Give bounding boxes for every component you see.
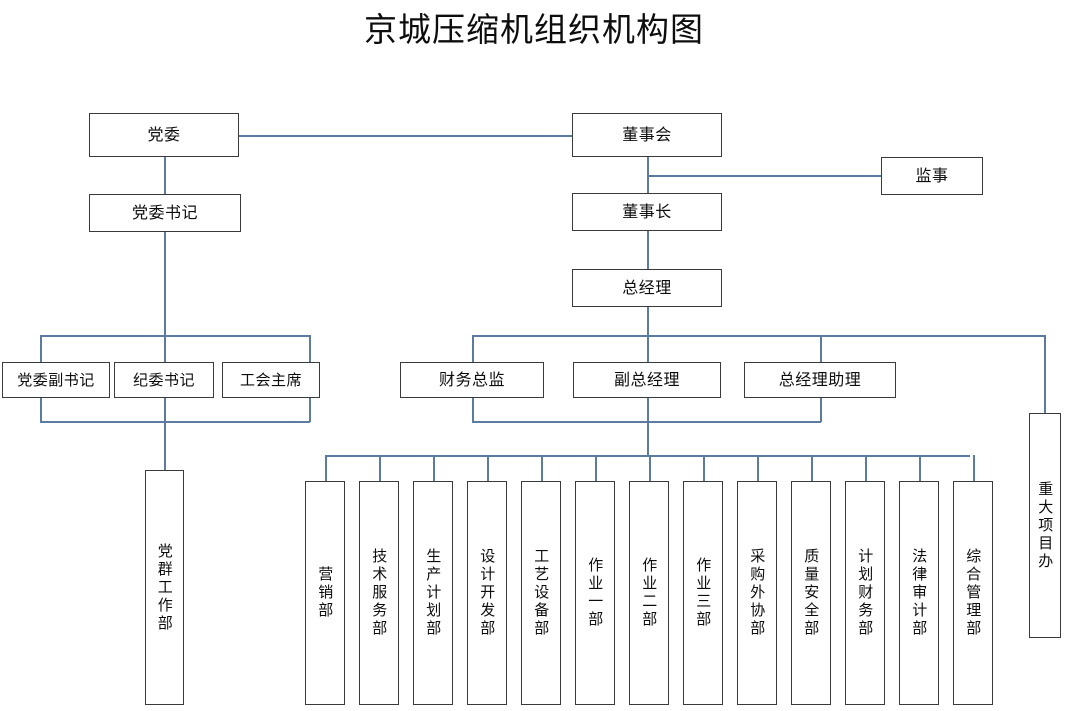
connector-board-to-supervisor — [647, 175, 881, 177]
node-department-13-label: 综合管理部 — [964, 548, 983, 638]
node-party-committee-label: 党委 — [147, 125, 181, 145]
connector-riser-deputy-party-secretary — [40, 398, 42, 422]
node-cfo-label: 财务总监 — [438, 370, 505, 390]
connector-drop-gm-assistant — [820, 335, 822, 362]
node-department-1-label: 营销部 — [316, 566, 335, 620]
connector-chairman-to-gm — [647, 231, 649, 269]
node-cfo[interactable]: 财务总监 — [400, 362, 544, 398]
node-chairman[interactable]: 董事长 — [572, 193, 722, 231]
node-department-5[interactable]: 工艺设备部 — [521, 481, 561, 705]
node-supervisor-label: 监事 — [915, 166, 949, 186]
node-major-project-office[interactable]: 重大项目办 — [1029, 413, 1061, 638]
node-department-6-label: 作业一部 — [586, 557, 605, 629]
node-department-2-label: 技术服务部 — [370, 548, 389, 638]
connector-drop-union-chairman — [309, 335, 311, 362]
node-discipline-secretary[interactable]: 纪委书记 — [114, 362, 214, 398]
node-major-project-office-label: 重大项目办 — [1036, 480, 1055, 571]
node-party-mass-work-dept[interactable]: 党群工作部 — [145, 470, 184, 705]
connector-party-to-secretary — [164, 157, 166, 194]
connector-exec-to-dept-bus — [647, 421, 649, 455]
connector-to-major-project-office — [1044, 335, 1046, 413]
node-department-10[interactable]: 质量安全部 — [791, 481, 831, 705]
connector-drop-department-2 — [379, 455, 381, 481]
connector-department-bus — [325, 455, 970, 457]
connector-party-to-board — [239, 135, 573, 137]
node-department-9[interactable]: 采购外协部 — [737, 481, 777, 705]
connector-exec-bus — [472, 335, 1045, 337]
node-department-1[interactable]: 营销部 — [305, 481, 345, 705]
node-department-12-label: 法律审计部 — [910, 548, 929, 638]
connector-drop-deputy-party-secretary — [40, 335, 42, 362]
connector-drop-department-13 — [973, 455, 975, 481]
node-department-2[interactable]: 技术服务部 — [359, 481, 399, 705]
node-gm-assistant-label: 总经理助理 — [778, 370, 862, 390]
node-gm-assistant[interactable]: 总经理助理 — [744, 362, 896, 398]
node-department-3-label: 生产计划部 — [424, 548, 443, 638]
connector-drop-department-7 — [649, 455, 651, 481]
node-board-of-directors-label: 董事会 — [622, 125, 672, 145]
node-party-mass-work-dept-label: 党群工作部 — [155, 542, 174, 633]
connector-secretary-down — [164, 232, 166, 335]
connector-party-upper-bus — [40, 335, 310, 337]
node-board-of-directors[interactable]: 董事会 — [572, 113, 722, 157]
node-chairman-label: 董事长 — [622, 202, 672, 222]
connector-drop-discipline-secretary — [164, 335, 166, 362]
connector-drop-department-1 — [325, 455, 327, 481]
connector-drop-department-6 — [595, 455, 597, 481]
node-supervisor[interactable]: 监事 — [881, 157, 983, 195]
node-party-secretary[interactable]: 党委书记 — [89, 194, 241, 232]
connector-drop-deputy-gm — [647, 335, 649, 362]
node-deputy-party-secretary-label: 党委副书记 — [17, 370, 95, 389]
connector-party-lower-bus — [40, 421, 310, 423]
node-department-8[interactable]: 作业三部 — [683, 481, 723, 705]
node-department-11-label: 计划财务部 — [856, 548, 875, 638]
page-title: 京城压缩机组织机构图 — [364, 10, 704, 49]
node-department-7[interactable]: 作业二部 — [629, 481, 669, 705]
connector-to-party-mass-work-dept — [164, 421, 166, 470]
node-department-9-label: 采购外协部 — [748, 548, 767, 638]
connector-riser-cfo — [472, 398, 474, 422]
connector-drop-department-4 — [487, 455, 489, 481]
node-union-chairman-label: 工会主席 — [239, 370, 302, 389]
node-general-manager-label: 总经理 — [622, 278, 672, 298]
node-deputy-general-manager[interactable]: 副总经理 — [573, 362, 721, 398]
connector-drop-department-10 — [811, 455, 813, 481]
connector-drop-department-3 — [433, 455, 435, 481]
node-deputy-general-manager-label: 副总经理 — [613, 370, 680, 390]
connector-exec-lower-bus — [472, 421, 821, 423]
node-department-10-label: 质量安全部 — [802, 548, 821, 638]
node-deputy-party-secretary[interactable]: 党委副书记 — [2, 362, 110, 398]
connector-drop-department-5 — [541, 455, 543, 481]
node-department-12[interactable]: 法律审计部 — [899, 481, 939, 705]
node-discipline-secretary-label: 纪委书记 — [132, 370, 195, 389]
connector-riser-discipline-secretary — [164, 398, 166, 422]
node-department-13[interactable]: 综合管理部 — [953, 481, 993, 705]
connector-drop-department-11 — [865, 455, 867, 481]
node-department-7-label: 作业二部 — [640, 557, 659, 629]
node-department-8-label: 作业三部 — [694, 557, 713, 629]
node-department-4-label: 设计开发部 — [478, 548, 497, 638]
connector-riser-union-chairman — [309, 398, 311, 422]
connector-riser-gm-assistant — [820, 398, 822, 422]
node-party-secretary-label: 党委书记 — [131, 203, 198, 223]
node-department-5-label: 工艺设备部 — [532, 548, 551, 638]
connector-drop-department-9 — [757, 455, 759, 481]
connector-drop-department-12 — [919, 455, 921, 481]
connector-riser-deputy-gm — [647, 398, 649, 422]
node-general-manager[interactable]: 总经理 — [572, 269, 722, 307]
connector-gm-down — [647, 307, 649, 335]
node-department-3[interactable]: 生产计划部 — [413, 481, 453, 705]
node-party-committee[interactable]: 党委 — [89, 113, 239, 157]
node-department-4[interactable]: 设计开发部 — [467, 481, 507, 705]
connector-drop-cfo — [472, 335, 474, 362]
node-union-chairman[interactable]: 工会主席 — [222, 362, 320, 398]
connector-drop-department-8 — [703, 455, 705, 481]
node-department-11[interactable]: 计划财务部 — [845, 481, 885, 705]
node-department-6[interactable]: 作业一部 — [575, 481, 615, 705]
